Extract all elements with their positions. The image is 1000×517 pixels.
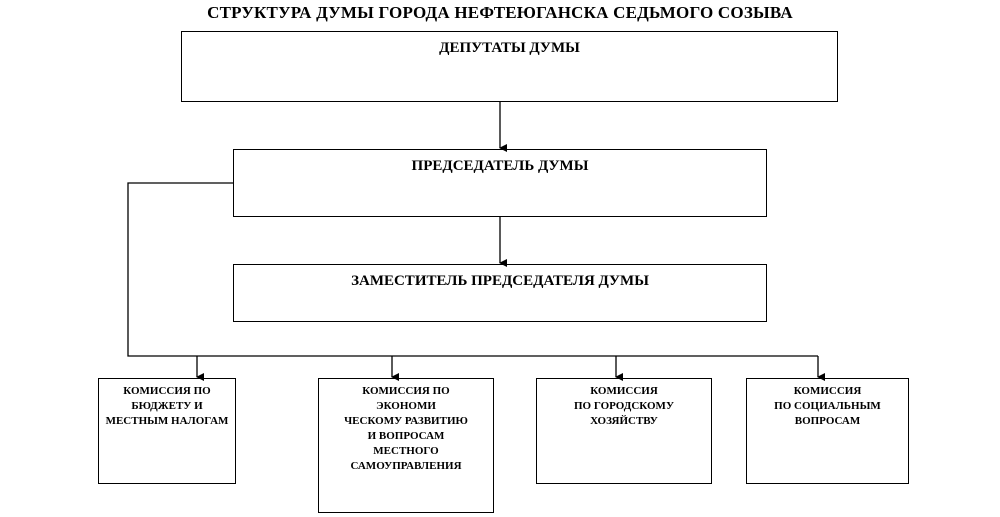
commission-label-line: ХОЗЯЙСТВУ — [590, 415, 658, 427]
commission-label-line: МЕСТНОГО — [373, 445, 439, 457]
commission-label-line: КОМИССИЯ ПО — [362, 385, 450, 397]
commission-label-line: ЭКОНОМИ — [376, 400, 436, 412]
commission-social-label: КОМИССИЯ ПО СОЦИАЛЬНЫМ ВОПРОСАМ — [747, 379, 908, 429]
deputy-chairman-label: ЗАМЕСТИТЕЛЬ ПРЕДСЕДАТЕЛЯ ДУМЫ — [351, 273, 649, 289]
commission-label-line: И ВОПРОСАМ — [367, 430, 445, 442]
commission-label-line: БЮДЖЕТУ И — [131, 400, 203, 412]
commission-economy-label: КОМИССИЯ ПО ЭКОНОМИ ЧЕСКОМУ РАЗВИТИЮ И В… — [319, 379, 493, 474]
commission-label-line: МЕСТНЫМ НАЛОГАМ — [105, 415, 229, 427]
commission-label-line: КОМИССИЯ — [590, 385, 658, 397]
diagram-title: СТРУКТУРА ДУМЫ ГОРОДА НЕФТЕЮГАНСКА СЕДЬМ… — [207, 3, 793, 22]
commission-label-line: ПО ГОРОДСКОМУ — [573, 400, 675, 412]
commission-budget-label: КОМИССИЯ ПО БЮДЖЕТУ И МЕСТНЫМ НАЛОГАМ — [99, 379, 235, 429]
deputies-label: ДЕПУТАТЫ ДУМЫ — [439, 40, 580, 56]
commission-city-economy-box: КОМИССИЯ ПО ГОРОДСКОМУ ХОЗЯЙСТВУ — [536, 378, 712, 484]
commission-label-line: ВОПРОСАМ — [794, 415, 861, 427]
commission-budget-box: КОМИССИЯ ПО БЮДЖЕТУ И МЕСТНЫМ НАЛОГАМ — [98, 378, 236, 484]
commission-economy-box: КОМИССИЯ ПО ЭКОНОМИ ЧЕСКОМУ РАЗВИТИЮ И В… — [318, 378, 494, 513]
commission-label-line: САМОУПРАВЛЕНИЯ — [350, 460, 462, 472]
connector-chairman-to-commissions — [127, 182, 818, 357]
commission-city-economy-label: КОМИССИЯ ПО ГОРОДСКОМУ ХОЗЯЙСТВУ — [537, 379, 711, 429]
commission-label-line: КОМИССИЯ ПО — [123, 385, 211, 397]
deputy-chairman-box: ЗАМЕСТИТЕЛЬ ПРЕДСЕДАТЕЛЯ ДУМЫ — [233, 264, 767, 322]
chairman-label: ПРЕДСЕДАТЕЛЬ ДУМЫ — [411, 158, 589, 174]
commission-social-box: КОМИССИЯ ПО СОЦИАЛЬНЫМ ВОПРОСАМ — [746, 378, 909, 484]
commission-label-line: ПО СОЦИАЛЬНЫМ — [774, 400, 881, 412]
commission-label-line: ЧЕСКОМУ РАЗВИТИЮ — [344, 415, 468, 427]
commission-label-line: КОМИССИЯ — [793, 385, 862, 397]
chairman-box: ПРЕДСЕДАТЕЛЬ ДУМЫ — [233, 149, 767, 217]
deputies-box: ДЕПУТАТЫ ДУМЫ — [181, 31, 838, 102]
